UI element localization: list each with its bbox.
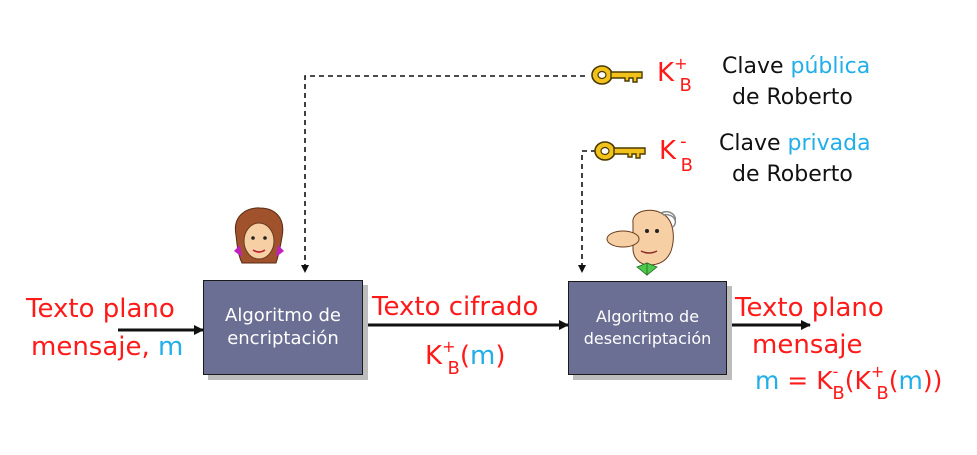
encryption-box-line2: encriptación (227, 327, 339, 349)
decryption-box-line2: desencriptación (583, 329, 712, 348)
private-key-label-line2: de Roberto (732, 162, 853, 187)
ciphertext-expression: K+B(m) (425, 337, 506, 379)
ciphertext-label: Texto cifrado (372, 292, 539, 322)
bob-face-icon (606, 209, 677, 276)
private-key-symbol: K-B (659, 131, 693, 176)
decryption-algorithm-box: Algoritmo de desencriptación (568, 281, 727, 375)
encryption-box-line1: Algoritmo de (225, 305, 341, 326)
output-label-line2: mensaje (752, 330, 863, 360)
key-icon (594, 141, 646, 161)
input-label-line1: Texto plano (26, 294, 175, 324)
public-key-dashed-line (301, 75, 585, 273)
alice-face-icon (234, 207, 284, 264)
input-label-line2: mensaje, m (31, 332, 184, 362)
output-label-line1: Texto plano (735, 293, 884, 323)
public-key-label-line2: de Roberto (732, 85, 853, 110)
public-key-label-line1: Clave pública (722, 54, 871, 79)
output-formula: m = K-B(K+B(m)) (755, 362, 943, 404)
private-key-label-line1: Clave privada (719, 131, 871, 156)
key-icon (591, 65, 643, 85)
decryption-box-line1: Algoritmo de (595, 307, 700, 327)
encryption-algorithm-box: Algoritmo de encriptación (203, 280, 363, 375)
public-key-symbol: K+B (657, 54, 692, 96)
private-key-dashed-line (578, 150, 596, 273)
